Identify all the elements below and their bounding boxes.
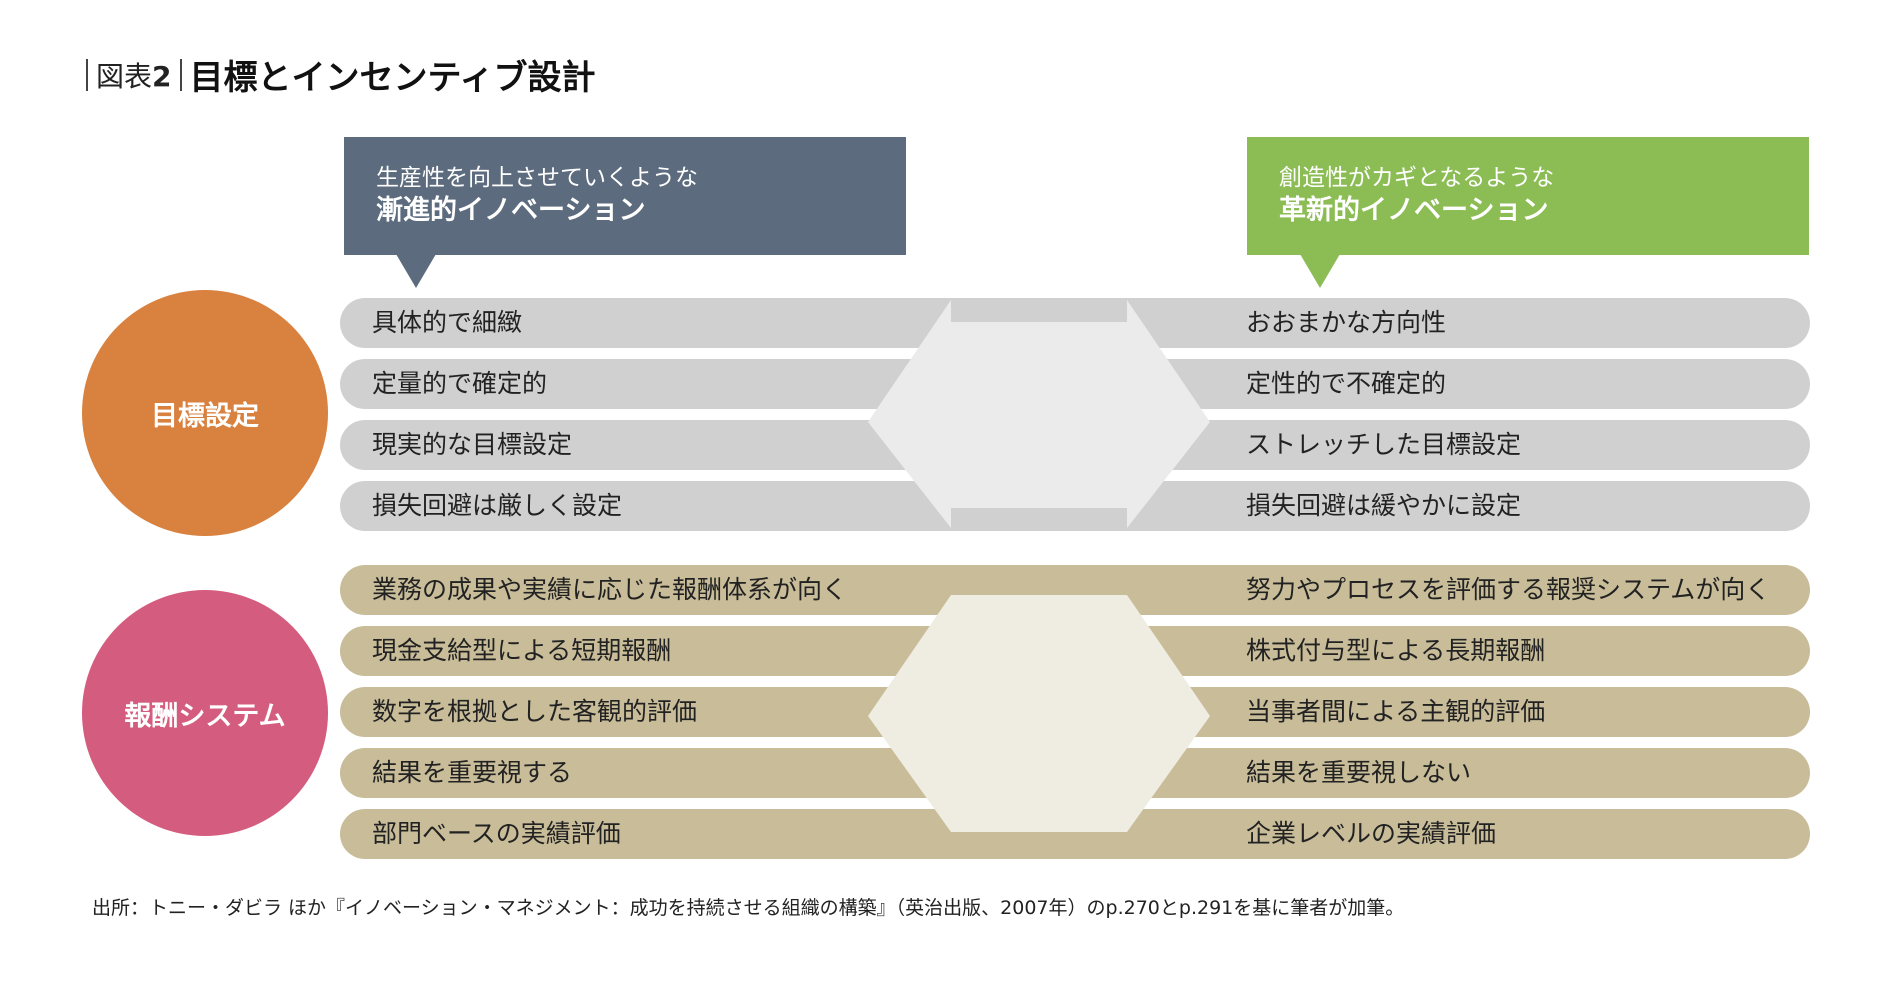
reward-row-left-text: 結果を重要視する xyxy=(372,758,573,787)
title-divider xyxy=(86,58,88,91)
header-subtitle: 創造性がカギとなるような xyxy=(1279,165,1555,191)
goal-row-left-text: 定量的で確定的 xyxy=(372,369,548,398)
header-radical-innovation: 創造性がカギとなるような 革新的イノベーション xyxy=(1247,137,1809,288)
goal-row-left-text: 現実的な目標設定 xyxy=(372,430,573,459)
reward-row-right-text: 努力やプロセスを評価する報奨システムが向く xyxy=(1246,575,1771,604)
reward-row-right-text: 結果を重要視しない xyxy=(1246,758,1472,787)
goal-row-right-text: 定性的で不確定的 xyxy=(1246,369,1447,398)
goal-row-right-text: おおまかな方向性 xyxy=(1246,308,1447,337)
category-reward-system: 報酬システム xyxy=(82,590,328,836)
goal-row-right-text: 損失回避は緩やかに設定 xyxy=(1246,491,1522,520)
category-goal-setting: 目標設定 xyxy=(82,290,328,536)
page-title: 目標とインセンティブ設計 xyxy=(189,58,596,98)
goal-row-right-text: ストレッチした目標設定 xyxy=(1246,430,1522,459)
reward-row-right-text: 企業レベルの実績評価 xyxy=(1246,819,1497,848)
reward-row-left-text: 業務の成果や実績に応じた報酬体系が向く xyxy=(372,575,848,604)
goal-arrow-notch-top xyxy=(951,300,1127,322)
header-pointer xyxy=(1300,254,1340,288)
header-heading: 漸進的イノベーション xyxy=(376,195,646,226)
source-note: 出所：トニー・ダビラ ほか『イノベーション・マネジメント：成功を持続させる組織の… xyxy=(92,897,1405,919)
header-incremental-innovation: 生産性を向上させていくような 漸進的イノベーション xyxy=(344,137,906,288)
reward-row-left-text: 部門ベースの実績評価 xyxy=(372,819,621,848)
goal-double-arrow xyxy=(868,300,1210,528)
title-divider xyxy=(179,58,182,91)
reward-row-left-text: 数字を根拠とした客観的評価 xyxy=(372,697,698,726)
goal-row-left-text: 損失回避は厳しく設定 xyxy=(372,491,623,520)
reward-row-right-text: 株式付与型による長期報酬 xyxy=(1246,636,1546,665)
header-subtitle: 生産性を向上させていくような xyxy=(376,165,698,191)
reward-row-left-text: 現金支給型による短期報酬 xyxy=(372,636,672,665)
figure-label: 図表2 xyxy=(96,59,172,93)
header-pointer xyxy=(396,254,436,288)
figure-title: 図表2 目標とインセンティブ設計 xyxy=(78,50,595,99)
reward-double-arrow xyxy=(868,595,1210,832)
reward-row-right-text: 当事者間による主観的評価 xyxy=(1246,697,1546,726)
header-heading: 革新的イノベーション xyxy=(1279,195,1549,226)
goal-row-left-text: 具体的で細緻 xyxy=(372,308,523,337)
goal-arrow-notch-bottom xyxy=(951,508,1127,528)
